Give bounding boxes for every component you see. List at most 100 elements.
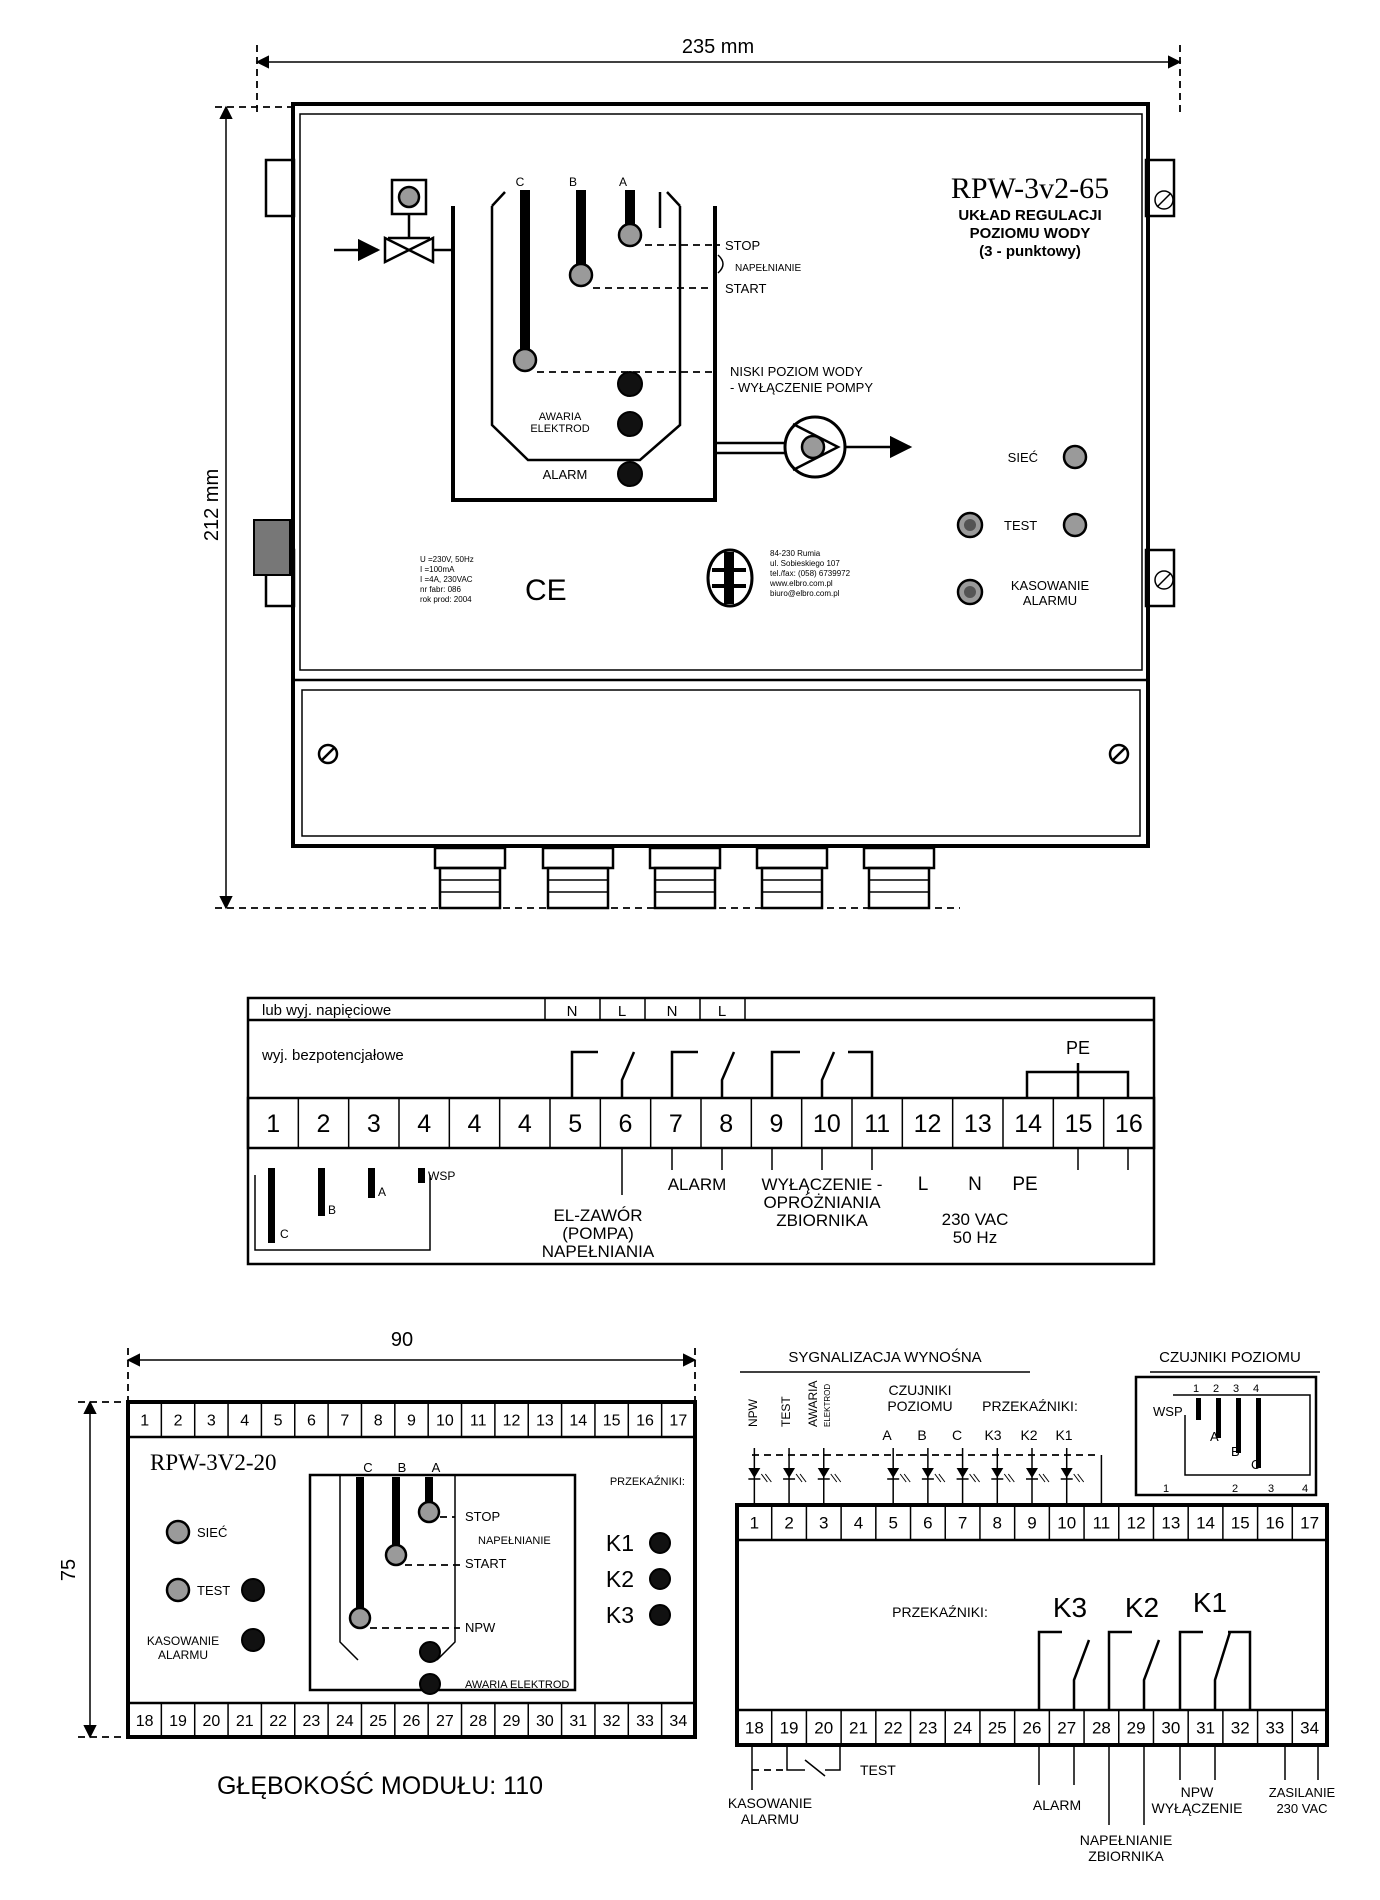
probe-c: C (1251, 1457, 1260, 1472)
probe-num-3: 3 (1233, 1383, 1239, 1395)
supply-1: 230 VAC (942, 1210, 1009, 1229)
probe-num-2: 2 (1213, 1383, 1219, 1395)
terminal-4: 4 (468, 1110, 482, 1138)
probe-bnum-4: 4 (1302, 1483, 1308, 1495)
terminal-12: 12 (914, 1110, 942, 1138)
mw-top-terminal-14: 14 (1196, 1514, 1215, 1533)
electrode-a (625, 190, 635, 235)
probe-b: B (1231, 1444, 1240, 1459)
low-level-1: NISKI POZIOM WODY (730, 364, 863, 379)
mf-siec: SIEĆ (197, 1525, 227, 1540)
mf-bottom-terminal-23: 23 (303, 1713, 321, 1730)
probe-bnum-2: 2 (1232, 1483, 1238, 1495)
wiring-relays-label: PRZEKAŹNIKI: (892, 1604, 988, 1620)
probe-num-4: 4 (1253, 1383, 1259, 1395)
sensors-1: CZUJNIKI (889, 1382, 952, 1398)
valve-label-1: EL-ZAWÓR (553, 1206, 642, 1225)
diode-icon (783, 1468, 796, 1478)
mf-reset-button[interactable] (241, 1628, 265, 1652)
level-stop: STOP (725, 238, 760, 253)
address-5: biuro@elbro.com.pl (770, 589, 840, 598)
nl-label-3: N (667, 1003, 678, 1020)
terminal-13: 13 (964, 1110, 992, 1138)
led-low-level (617, 371, 643, 397)
terminal-16: 16 (1115, 1110, 1143, 1138)
mf-failure: AWARIA ELEKTROD (465, 1679, 569, 1691)
address-4: www.elbro.com.pl (769, 579, 833, 588)
mw-bottom-terminal-31: 31 (1196, 1719, 1215, 1738)
wiring-fill-2: ZBIORNIKA (1088, 1848, 1164, 1864)
relay-k2-top: K2 (1020, 1427, 1037, 1443)
signal-test: TEST (779, 1396, 793, 1427)
mw-top-terminal-6: 6 (923, 1514, 932, 1533)
mf-reset-1: KASOWANIE (147, 1634, 219, 1648)
tank (451, 206, 717, 502)
module-model: RPW-3V2-20 (150, 1450, 277, 1475)
low-level-2: - WYŁĄCZENIE POMPY (730, 380, 873, 395)
nl-label-2: L (618, 1003, 626, 1020)
terminal-cover (301, 689, 1141, 837)
terminal-14: 14 (1014, 1110, 1042, 1138)
sensor-a: A (882, 1427, 892, 1443)
test-label: TEST (1004, 518, 1037, 533)
signal-npw: NPW (746, 1398, 760, 1427)
nl-label-4: L (718, 1003, 726, 1020)
terminal-block-diagram: lub wyj. napięciowe N L N L wyj. bezpote… (246, 996, 1156, 1266)
mf-top-terminal-12: 12 (503, 1412, 521, 1429)
diode-icon (1026, 1468, 1038, 1478)
mf-bottom-terminal-30: 30 (536, 1713, 554, 1730)
mw-top-terminal-9: 9 (1027, 1514, 1036, 1533)
mf-bottom-terminal-21: 21 (236, 1713, 254, 1730)
mf-stop: STOP (465, 1509, 500, 1524)
mw-bottom-terminal-27: 27 (1057, 1719, 1076, 1738)
mf-test-button[interactable] (165, 1577, 191, 1603)
valve-label-3: NAPEŁNIANIA (542, 1242, 655, 1261)
mw-bottom-terminal-21: 21 (849, 1719, 868, 1738)
mf-electrode-a: A (432, 1460, 441, 1475)
mf-top-terminal-11: 11 (470, 1412, 487, 1429)
subtitle-2: POZIOMU WODY (970, 225, 1091, 242)
mw-bottom-terminal-30: 30 (1161, 1719, 1180, 1738)
mw-bottom-terminal-29: 29 (1127, 1719, 1146, 1738)
terminal-8: 8 (719, 1110, 733, 1138)
cable-glands (433, 846, 936, 910)
mf-top-terminal-10: 10 (436, 1412, 454, 1429)
terminal-10: 10 (813, 1110, 841, 1138)
height-dimension: 212 mm (201, 469, 223, 541)
address-3: tel./fax: (058) 6739972 (770, 569, 851, 578)
mf-relay-k2: K2 (606, 1566, 634, 1592)
mw-top-terminal-7: 7 (958, 1514, 967, 1533)
wiring-npw-1: NPW (1181, 1784, 1214, 1800)
wiring-reset-2: ALARMU (741, 1811, 799, 1827)
mw-top-terminal-1: 1 (750, 1514, 759, 1533)
module-relays-label: PRZEKAŹNIKI: (610, 1475, 685, 1488)
mf-bottom-terminal-32: 32 (603, 1713, 621, 1730)
mw-bottom-terminal-18: 18 (745, 1719, 764, 1738)
led-electrode-failure (617, 411, 643, 437)
front-panel (299, 113, 1143, 671)
mf-bottom-terminal-27: 27 (436, 1713, 454, 1730)
drain-label-2: OPRÓŻNIANIA (763, 1193, 881, 1212)
terminal-4: 4 (417, 1110, 431, 1138)
terminal-2: 2 (317, 1110, 331, 1138)
address-2: ul. Sobieskiego 107 (770, 559, 840, 568)
subtitle-1: UKŁAD REGULACJI (958, 207, 1101, 224)
mf-top-terminal-15: 15 (603, 1412, 621, 1429)
failure-2: ELEKTROD (530, 423, 589, 435)
mw-top-terminal-10: 10 (1057, 1514, 1076, 1533)
terminal-3: 3 (367, 1110, 381, 1138)
electrode-label-a: A (619, 175, 627, 189)
level-start: START (725, 281, 766, 296)
module-tank-box (308, 1473, 577, 1692)
electrode-b (576, 190, 586, 275)
voltage-out-label: lub wyj. napięciowe (262, 1002, 391, 1019)
mw-bottom-terminal-34: 34 (1300, 1719, 1319, 1738)
probe-bnum-3: 3 (1268, 1483, 1274, 1495)
module-wiring-diagram: SYGNALIZACJA WYNOŚNA CZUJNIKI POZIOMU NP… (728, 1348, 1336, 1864)
diode-icon (817, 1468, 830, 1478)
probe-label-c: C (280, 1227, 289, 1241)
sensors-2: POZIOMU (887, 1398, 952, 1414)
